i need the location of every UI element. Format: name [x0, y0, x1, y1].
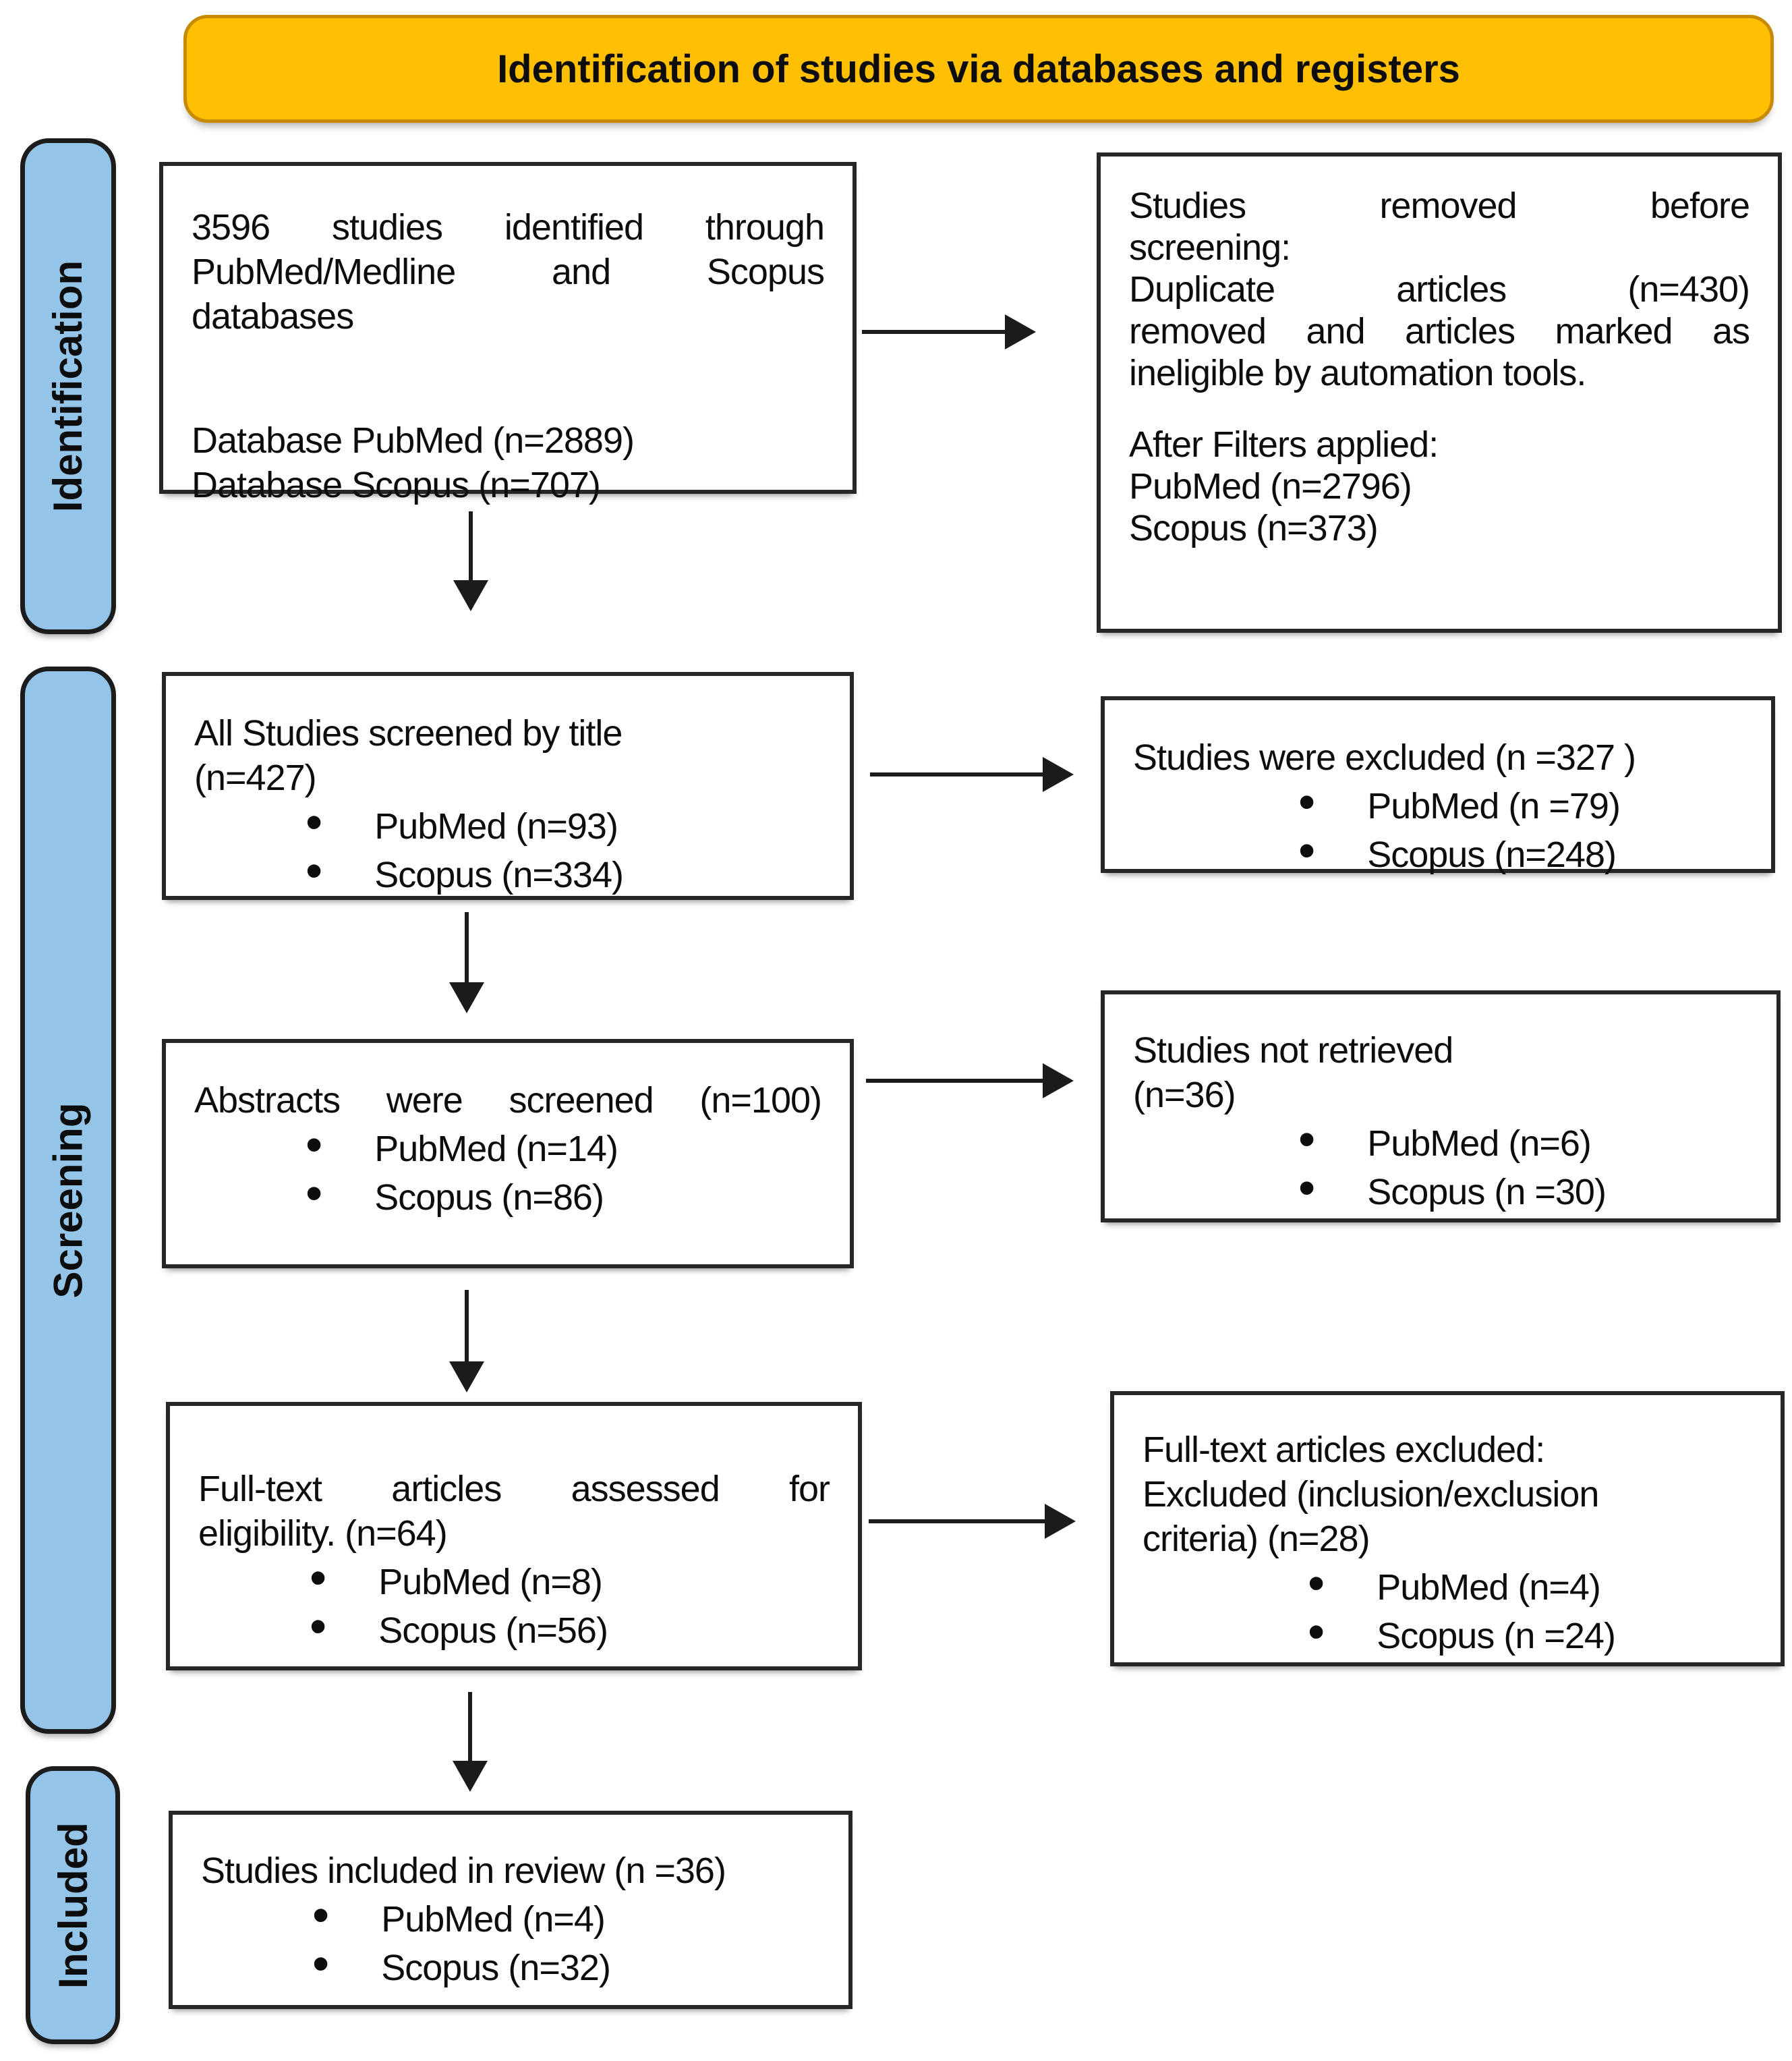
box-screened-by-title: All Studies screened by title (n=427) Pu… [162, 672, 854, 900]
arrow-shaft [870, 772, 1043, 777]
arrow-shaft [862, 330, 1005, 334]
spacer [192, 339, 824, 418]
list-item-text: PubMed (n =79) [1367, 786, 1621, 826]
list-item-text: PubMed (n=8) [378, 1562, 603, 1602]
box-studies-excluded: Studies were excluded (n =327 ) PubMed (… [1101, 696, 1775, 875]
banner-title: Identification of studies via databases … [497, 47, 1460, 91]
text-line: (n=427) [194, 758, 317, 798]
text-line: Studies were excluded (n =327 ) [1133, 737, 1636, 778]
list-item: Scopus (n=56) [198, 1604, 830, 1653]
arrow-screened-to-excluded [870, 757, 1074, 792]
list-item-text: PubMed (n=4) [381, 1899, 606, 1940]
arrow-head-icon [1043, 757, 1074, 792]
stage-label-included: Included [50, 1822, 96, 1989]
stage-label-screening: Screening [45, 1102, 91, 1299]
arrow-head-icon [1045, 1504, 1076, 1539]
stage-bar-included: Included [26, 1766, 120, 2044]
box-studies-identified: 3596 studies identified through PubMed/M… [159, 162, 857, 505]
text-line: Studies removed before [1129, 186, 1750, 226]
arrow-abstracts-to-notretrieved [866, 1063, 1074, 1098]
arrow-head-icon [453, 1761, 488, 1792]
box-fulltext-assessed: Full-text articles assessed for eligibil… [166, 1402, 862, 1670]
text-line: Studies not retrieved [1133, 1030, 1453, 1071]
list-item: Scopus (n=32) [201, 1942, 820, 1990]
box-studies-not-retrieved: Studies not retrieved (n=36) PubMed (n=6… [1101, 990, 1781, 1222]
text-line: databases [192, 296, 354, 337]
list-item: Scopus (n =30) [1133, 1166, 1748, 1214]
arrow-shaft [465, 912, 469, 982]
spacer [1129, 394, 1750, 424]
list-item-text: Scopus (n=248) [1367, 835, 1617, 875]
list-item: PubMed (n=6) [1133, 1117, 1748, 1166]
arrow-head-icon [453, 580, 488, 611]
text-line: 3596 studies identified through [192, 207, 825, 248]
box-studies-removed: Studies removed before screening: Duplic… [1097, 152, 1782, 633]
arrow-head-icon [1005, 314, 1036, 349]
list-item-text: PubMed (n=4) [1377, 1567, 1601, 1608]
text-line: After Filters applied: [1129, 424, 1439, 465]
arrow-abstracts-to-fulltext [449, 1290, 484, 1392]
text-line: PubMed (n=2796) [1129, 466, 1412, 507]
text-line: screening: [1129, 227, 1291, 268]
list-item: PubMed (n =79) [1133, 780, 1743, 828]
text-line: Abstracts were screened (n=100) [194, 1080, 822, 1121]
list-item: Scopus (n=86) [194, 1171, 821, 1220]
stage-label-identification: Identification [45, 260, 91, 513]
text-line: Excluded (inclusion/exclusion [1143, 1474, 1599, 1515]
list-item-text: PubMed (n=6) [1367, 1123, 1592, 1164]
list-item-text: PubMed (n=93) [374, 806, 618, 847]
text-line: criteria) (n=28) [1143, 1519, 1370, 1559]
list-item: PubMed (n=14) [194, 1123, 821, 1171]
list-item: PubMed (n=8) [198, 1556, 830, 1604]
arrow-fulltext-to-ftexcluded [869, 1504, 1076, 1539]
text-line: Database PubMed (n=2889) [192, 420, 635, 461]
list-item: PubMed (n=93) [194, 800, 821, 849]
arrow-screened-to-abstracts [449, 912, 484, 1013]
title-banner: Identification of studies via databases … [183, 15, 1774, 123]
arrow-fulltext-to-included [453, 1692, 488, 1792]
list-item: Scopus (n=248) [1133, 828, 1743, 877]
list-item-text: Scopus (n=32) [381, 1948, 611, 1988]
arrow-shaft [469, 511, 473, 580]
arrow-shaft [465, 1290, 469, 1361]
arrow-shaft [866, 1079, 1043, 1083]
stage-bar-identification: Identification [20, 138, 116, 634]
list-item-text: Scopus (n =24) [1377, 1616, 1616, 1656]
text-line: Full-text articles assessed for [198, 1469, 830, 1509]
text-line: eligibility. (n=64) [198, 1513, 448, 1554]
list-item: PubMed (n=4) [201, 1893, 820, 1942]
arrow-head-icon [449, 982, 484, 1013]
arrow-head-icon [449, 1361, 484, 1392]
stage-bar-screening: Screening [20, 667, 116, 1734]
box-abstracts-screened: Abstracts were screened (n=100) PubMed (… [162, 1039, 854, 1268]
text-line: PubMed/Medline and Scopus [192, 252, 825, 292]
text-line: Scopus (n=373) [1129, 508, 1379, 548]
arrow-identified-to-screened [453, 511, 488, 611]
list-item-text: Scopus (n=56) [378, 1610, 608, 1651]
list-item: PubMed (n=4) [1143, 1561, 1752, 1610]
text-line: removed and articles marked as [1129, 311, 1750, 351]
list-item-text: Scopus (n=334) [374, 855, 624, 895]
text-line: (n=36) [1133, 1075, 1236, 1115]
text-line: Duplicate articles (n=430) [1129, 269, 1750, 310]
list-item: Scopus (n=334) [194, 849, 821, 897]
text-line: All Studies screened by title [194, 713, 623, 754]
list-item-text: Scopus (n =30) [1367, 1172, 1607, 1212]
text-line: Database Scopus (n=707) [192, 465, 601, 505]
box-included-in-review: Studies included in review (n =36) PubMe… [169, 1811, 852, 2009]
box-fulltext-excluded: Full-text articles excluded: Excluded (i… [1110, 1391, 1785, 1666]
list-item: Scopus (n =24) [1143, 1610, 1752, 1658]
text-line: Studies included in review (n =36) [201, 1851, 726, 1891]
list-item-text: Scopus (n=86) [374, 1177, 604, 1218]
arrow-identified-to-removed [862, 314, 1036, 349]
text-line: Full-text articles excluded: [1143, 1430, 1545, 1470]
list-item-text: PubMed (n=14) [374, 1129, 618, 1169]
arrow-shaft [869, 1519, 1045, 1523]
arrow-shaft [468, 1692, 472, 1761]
arrow-head-icon [1043, 1063, 1074, 1098]
text-line: ineligible by automation tools. [1129, 353, 1586, 393]
